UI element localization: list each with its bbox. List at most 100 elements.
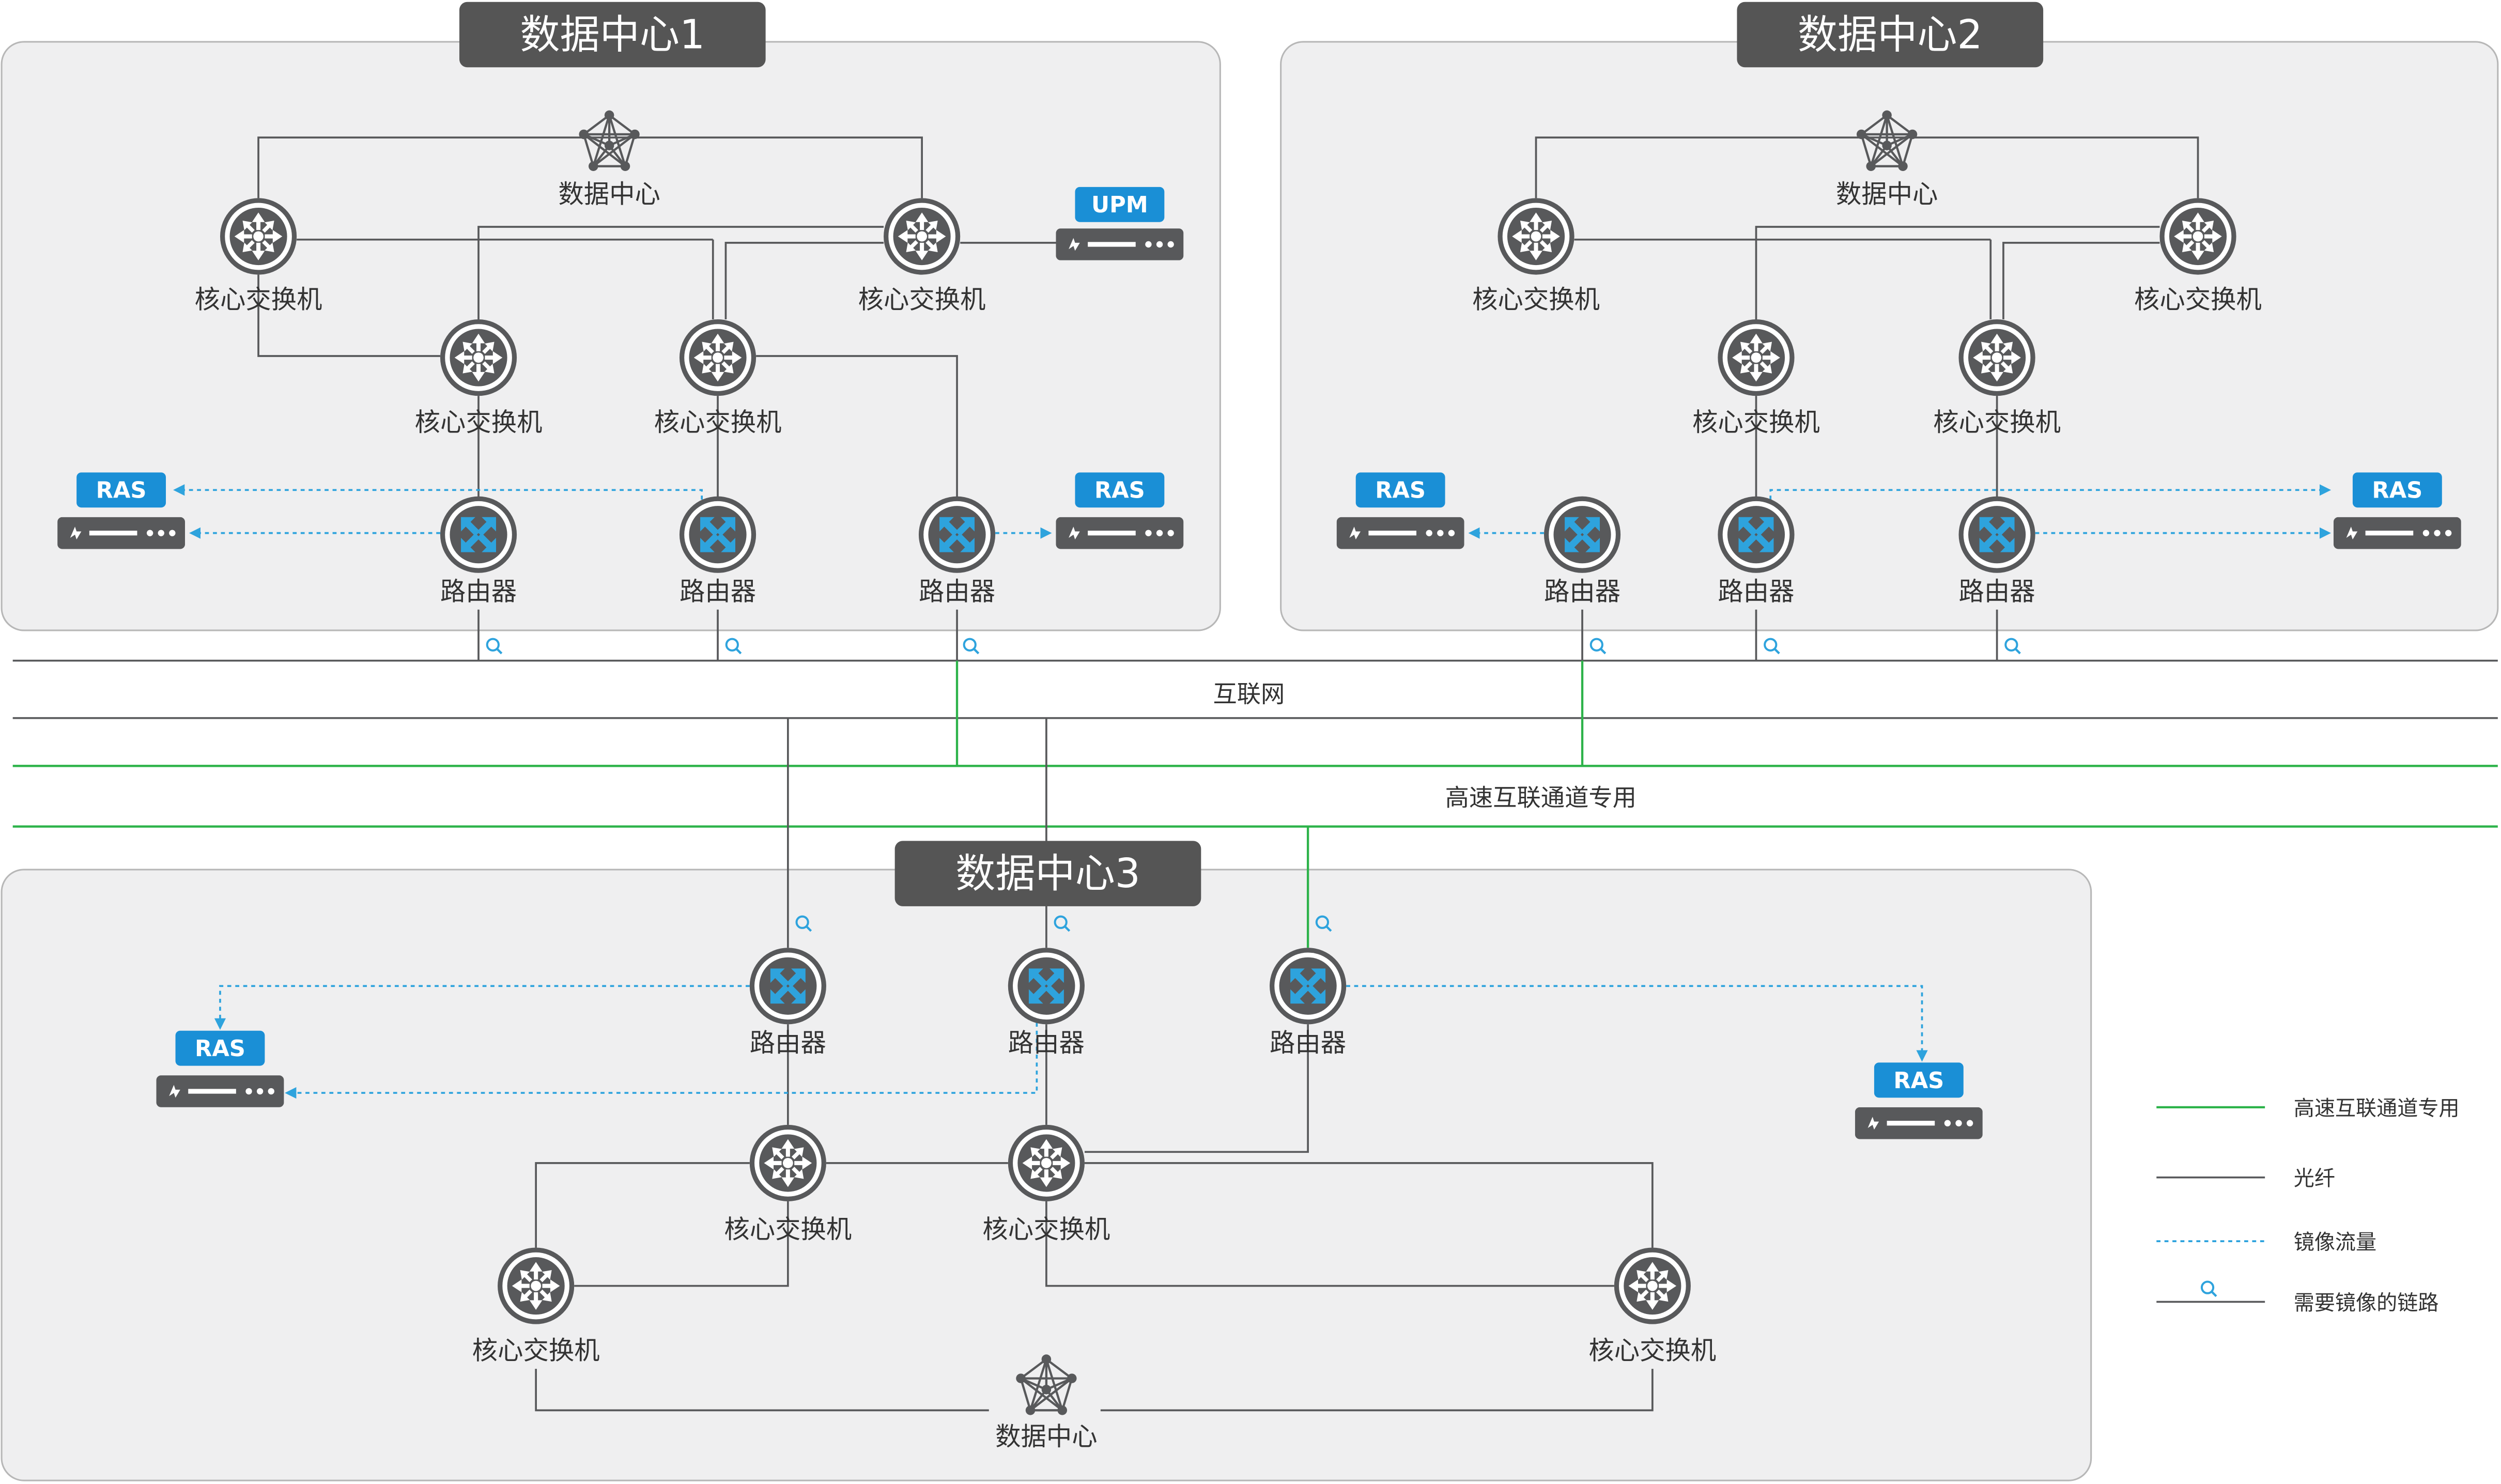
core-switch-label: 核心交换机 (415, 407, 543, 437)
dc1-core-switch-3: 核心交换机 (415, 319, 543, 437)
highspeed-bus (12, 765, 2498, 828)
dc1-core-switch-4: 核心交换机 (654, 319, 782, 437)
router-icon (1718, 496, 1795, 573)
legend-item-fiber: 光纤 (2156, 1167, 2335, 1191)
dc2-core-switch-1: 核心交换机 (1472, 198, 1600, 314)
dc2-datacenter-node: 数据中心 (1836, 111, 1938, 209)
legend-item-highspeed: 高速互联通道专用 (2156, 1096, 2460, 1120)
router-icon (749, 948, 826, 1025)
dc3-core-switch-2: 核心交换机 (982, 1124, 1110, 1244)
dc3-title-tab: 数据中心3 (894, 841, 1201, 906)
dc3-core-switch-4: 核心交换机 (1588, 1247, 1716, 1366)
dc3-core-switch-1: 核心交换机 (724, 1124, 852, 1244)
dc3-mirror-flows (214, 985, 1928, 1099)
internet-bus (12, 659, 2498, 719)
dc1-upm-device: UPM (1056, 187, 1184, 260)
dc3-core-switch-3: 核心交换机 (472, 1247, 600, 1366)
dc1-router-1: 路由器 (440, 496, 517, 606)
core-switch-label: 核心交换机 (654, 407, 782, 437)
core-switch-label: 核心交换机 (724, 1214, 852, 1244)
magnifier-icon (487, 639, 502, 654)
dc1-datacenter-node: 数据中心 (558, 111, 660, 209)
core-switch-label: 核心交换机 (1588, 1336, 1716, 1366)
server-icon (57, 517, 186, 549)
legend-item-mirror-traffic: 镜像流量 (2156, 1231, 2376, 1255)
router-label: 路由器 (1270, 1028, 1346, 1058)
core-switch-icon (498, 1247, 575, 1324)
dc2-core-switch-2: 核心交换机 (2134, 198, 2262, 314)
dc3-router-3: 路由器 (1270, 948, 1347, 1058)
dc3-ras-device-left: RAS (156, 1030, 284, 1107)
magnifier-icon (727, 639, 741, 654)
dc1-mirror-flows (173, 484, 1052, 539)
dc3-internet-links (786, 718, 1047, 948)
dc1-router-2: 路由器 (679, 496, 757, 606)
core-switch-icon (2159, 198, 2236, 275)
dc3-title: 数据中心3 (955, 851, 1140, 897)
dc2-router-2: 路由器 (1718, 496, 1795, 606)
highspeed-label: 高速互联通道专用 (1445, 783, 1637, 811)
magnifier-icon (2005, 639, 2020, 654)
core-switch-icon (1718, 319, 1795, 396)
core-switch-icon (679, 319, 757, 396)
router-icon (679, 496, 757, 573)
dc2-router-3: 路由器 (1958, 496, 2035, 606)
router-label: 路由器 (1544, 576, 1620, 606)
datacenter-label: 数据中心 (558, 179, 660, 209)
legend-label: 需要镜像的链路 (2294, 1291, 2439, 1315)
router-label: 路由器 (1718, 576, 1794, 606)
core-switch-label: 核心交换机 (982, 1214, 1110, 1244)
core-switch-label: 核心交换机 (195, 284, 322, 314)
dc1-router-3: 路由器 (918, 496, 996, 606)
ras-badge: RAS (1893, 1068, 1944, 1094)
server-icon (1855, 1107, 1983, 1139)
core-switch-icon (1497, 198, 1574, 275)
core-switch-label: 核心交换机 (1933, 407, 2061, 437)
router-label: 路由器 (919, 576, 995, 606)
magnifier-icon (1765, 639, 1779, 654)
router-icon (1543, 496, 1621, 573)
dc1-title-tab: 数据中心1 (459, 2, 766, 68)
dc2-title: 数据中心2 (1798, 11, 1983, 58)
server-icon (1056, 228, 1184, 260)
magnifier-icon (964, 639, 979, 654)
dc2-title-tab: 数据中心2 (1737, 2, 2044, 68)
router-icon (1270, 948, 1347, 1025)
core-switch-label: 核心交换机 (2134, 284, 2262, 314)
router-icon (1958, 496, 2035, 573)
datacenter-label: 数据中心 (1836, 179, 1938, 209)
core-switch-icon (884, 198, 961, 275)
router-label: 路由器 (750, 1028, 826, 1058)
dc2-core-switch-3: 核心交换机 (1692, 319, 1820, 437)
dc3-router-2: 路由器 (1008, 948, 1085, 1058)
dc2-router-1: 路由器 (1543, 496, 1621, 606)
router-icon (440, 496, 517, 573)
legend-label: 镜像流量 (2294, 1231, 2376, 1255)
dc3-links (535, 1024, 1654, 1412)
router-icon (1008, 948, 1085, 1025)
core-switch-icon (749, 1124, 826, 1201)
dc2-core-switch-4: 核心交换机 (1933, 319, 2061, 437)
core-switch-icon (220, 198, 297, 275)
core-switch-label: 核心交换机 (1472, 284, 1600, 314)
dc1-ras-device-left: RAS (57, 472, 186, 549)
datacenter-label: 数据中心 (995, 1421, 1098, 1451)
legend-label: 高速互联通道专用 (2294, 1096, 2460, 1120)
core-switch-label: 核心交换机 (472, 1336, 600, 1366)
router-label: 路由器 (1959, 576, 2035, 606)
ras-badge: RAS (1094, 478, 1145, 504)
router-icon (918, 496, 996, 573)
core-switch-label: 核心交换机 (858, 284, 986, 314)
core-switch-icon (1614, 1247, 1691, 1324)
dc1-ras-device-right: RAS (1056, 472, 1184, 549)
core-switch-label: 核心交换机 (1692, 407, 1820, 437)
core-switch-icon (1008, 1124, 1085, 1201)
legend-item-mirror-link: 需要镜像的链路 (2156, 1282, 2439, 1315)
legend-label: 光纤 (2294, 1167, 2335, 1191)
magnifier-icon (2202, 1282, 2216, 1296)
dc1-core-switch-2: 核心交换机 (858, 198, 986, 314)
ras-badge: RAS (2372, 478, 2422, 504)
ras-badge: RAS (96, 478, 147, 504)
router-label: 路由器 (680, 576, 756, 606)
dc3-router-1: 路由器 (749, 948, 826, 1058)
